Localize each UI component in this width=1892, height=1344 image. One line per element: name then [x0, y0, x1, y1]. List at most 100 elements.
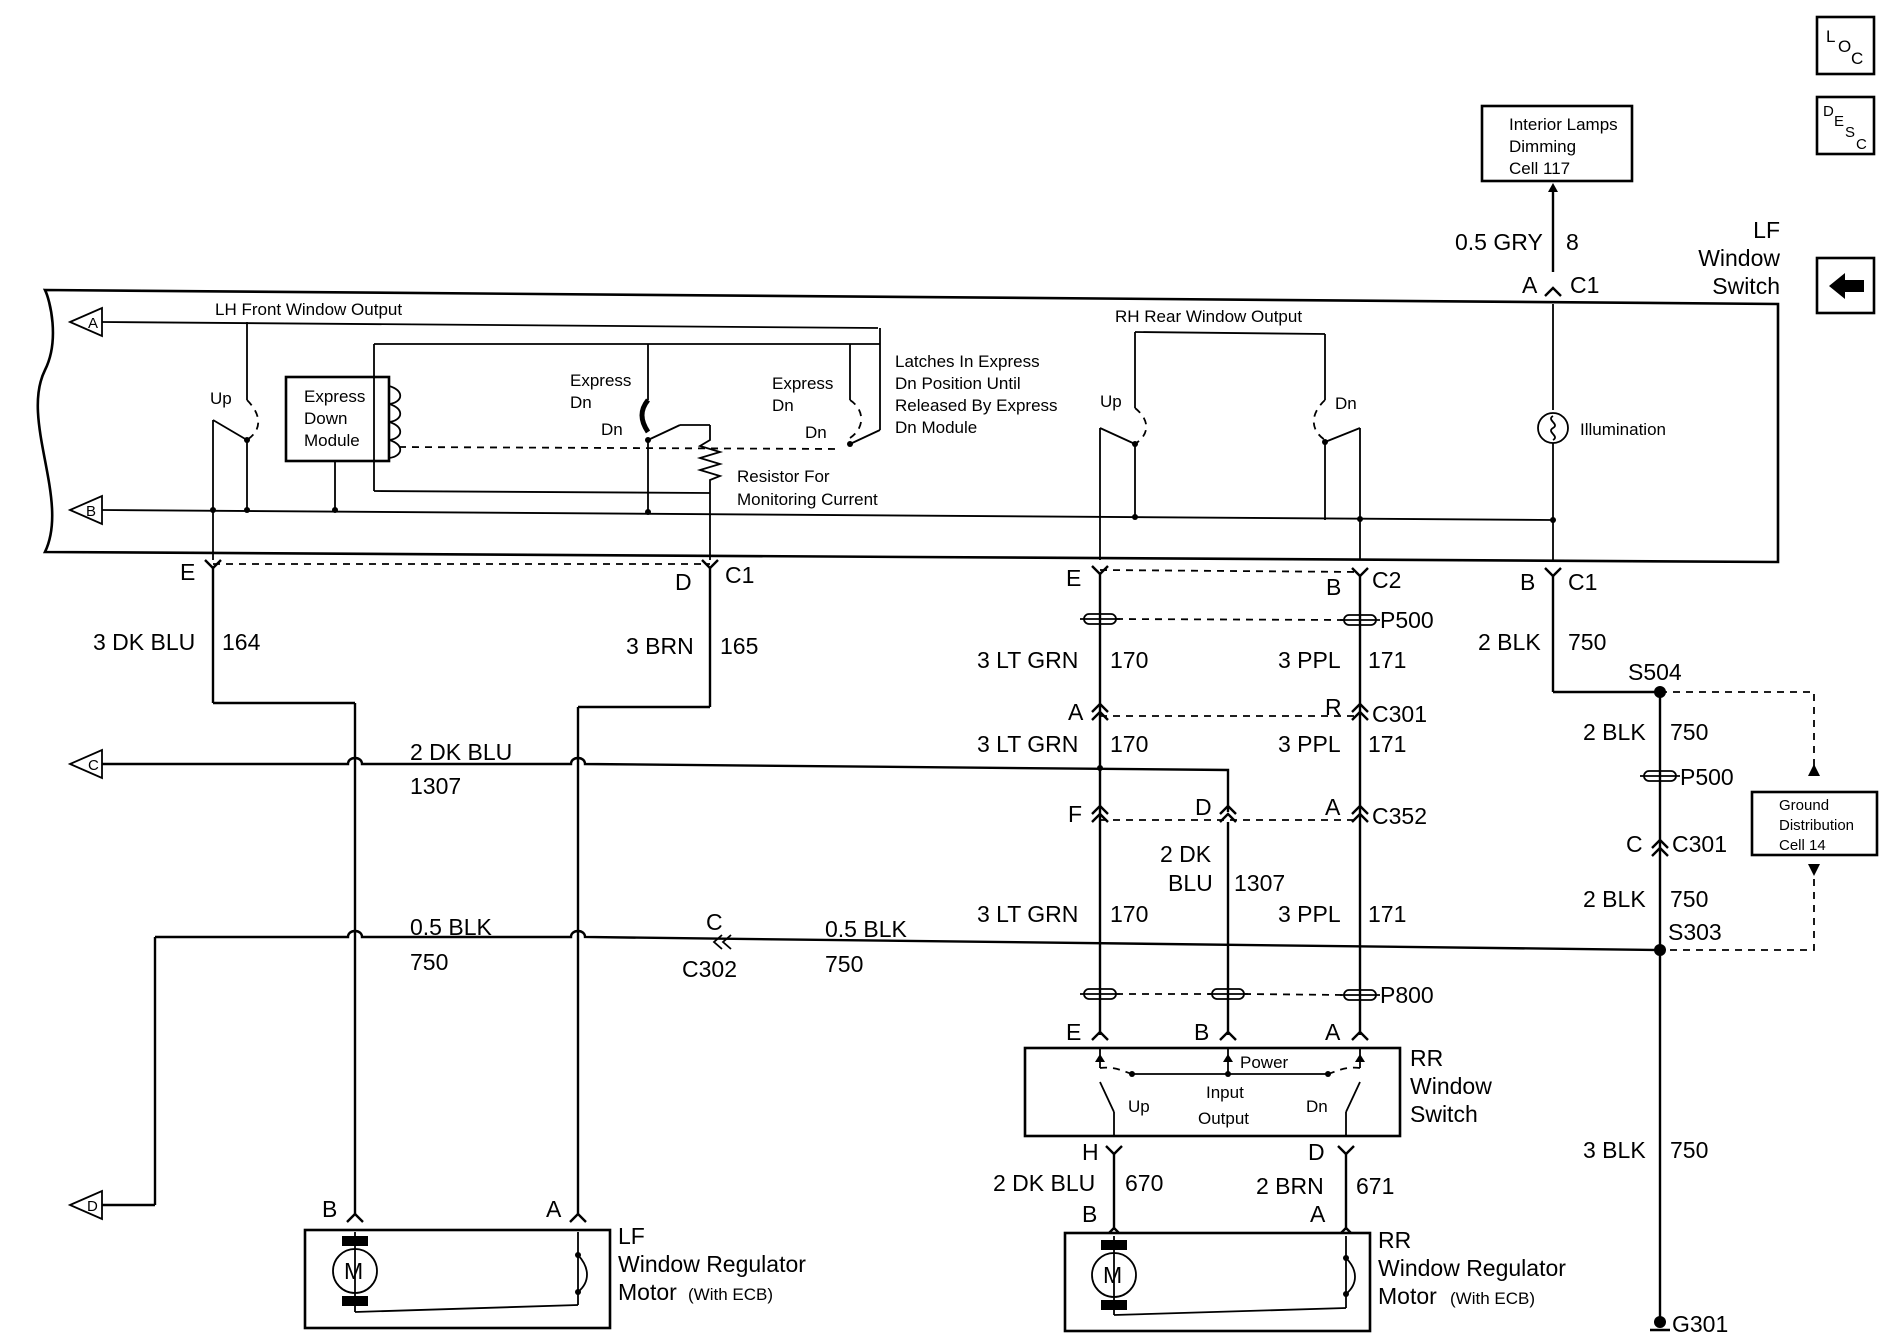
svg-text:C2: C2: [1372, 567, 1401, 593]
svg-text:Window: Window: [1410, 1073, 1492, 1099]
svg-text:2 BLK: 2 BLK: [1583, 719, 1646, 745]
svg-text:750: 750: [1670, 886, 1708, 912]
svg-text:Interior Lamps: Interior Lamps: [1509, 115, 1618, 134]
svg-text:Window Regulator: Window Regulator: [618, 1251, 806, 1277]
svg-text:P800: P800: [1380, 982, 1434, 1008]
svg-text:3 LT GRN: 3 LT GRN: [977, 647, 1078, 673]
left-arrow-icon: [1829, 273, 1864, 299]
svg-text:P500: P500: [1380, 607, 1434, 633]
rr-window-switch: Power Input Output Up Dn: [1023, 1046, 1402, 1138]
svg-text:671: 671: [1356, 1173, 1394, 1199]
svg-text:C352: C352: [1372, 803, 1427, 829]
svg-text:RR: RR: [1410, 1045, 1443, 1071]
svg-text:B: B: [1326, 574, 1341, 600]
svg-text:171: 171: [1368, 901, 1406, 927]
svg-text:Up: Up: [1128, 1097, 1150, 1116]
svg-text:C302: C302: [682, 956, 737, 982]
svg-text:Dn: Dn: [805, 423, 827, 442]
svg-text:Released By Express: Released By Express: [895, 396, 1058, 415]
svg-text:M: M: [1103, 1262, 1122, 1288]
svg-text:Cell 117: Cell 117: [1509, 159, 1570, 178]
svg-text:2 BLK: 2 BLK: [1478, 629, 1541, 655]
rr-window-regulator-motor: M: [1063, 1231, 1372, 1333]
svg-text:Express: Express: [570, 371, 631, 390]
svg-text:1307: 1307: [1234, 870, 1285, 896]
svg-text:A: A: [1325, 794, 1341, 820]
lf-window-switch: [36, 288, 1780, 564]
svg-text:C: C: [706, 909, 723, 935]
svg-text:A: A: [1325, 1019, 1341, 1045]
svg-text:750: 750: [1670, 1137, 1708, 1163]
svg-text:3 PPL: 3 PPL: [1278, 731, 1341, 757]
svg-text:O: O: [1838, 37, 1851, 56]
svg-text:B: B: [1194, 1019, 1209, 1045]
svg-text:Ground: Ground: [1779, 797, 1829, 814]
svg-text:Down: Down: [304, 409, 347, 428]
offpage-connector-d[interactable]: D: [67, 1189, 103, 1221]
svg-text:E: E: [180, 559, 195, 585]
svg-text:Dn Module: Dn Module: [895, 418, 977, 437]
svg-text:2 BRN: 2 BRN: [1256, 1173, 1324, 1199]
svg-text:Window: Window: [1698, 245, 1780, 271]
svg-text:P500: P500: [1680, 764, 1734, 790]
svg-text:Dn: Dn: [772, 396, 794, 415]
back-button[interactable]: [1815, 256, 1876, 315]
svg-text:Dn Position Until: Dn Position Until: [895, 374, 1021, 393]
svg-text:3 PPL: 3 PPL: [1278, 901, 1341, 927]
svg-text:Express: Express: [772, 374, 833, 393]
svg-text:Motor: Motor: [618, 1279, 677, 1305]
svg-text:C: C: [1856, 136, 1867, 153]
svg-text:(With ECB): (With ECB): [1450, 1289, 1535, 1308]
svg-text:3 DK BLU: 3 DK BLU: [93, 629, 195, 655]
svg-text:Illumination: Illumination: [1580, 420, 1666, 439]
svg-text:C: C: [1626, 831, 1643, 857]
svg-text:750: 750: [1670, 719, 1708, 745]
svg-text:164: 164: [222, 629, 261, 655]
svg-text:Dimming: Dimming: [1509, 137, 1576, 156]
svg-text:D: D: [675, 569, 692, 595]
svg-text:S: S: [1845, 124, 1855, 141]
svg-text:171: 171: [1368, 731, 1406, 757]
svg-text:C1: C1: [1568, 569, 1597, 595]
svg-text:750: 750: [1568, 629, 1606, 655]
svg-text:3 LT GRN: 3 LT GRN: [977, 731, 1078, 757]
svg-text:750: 750: [825, 951, 863, 977]
svg-text:G301: G301: [1672, 1311, 1728, 1337]
svg-text:M: M: [344, 1258, 363, 1284]
p500-connector: [1080, 613, 1380, 626]
svg-text:Dn: Dn: [1335, 394, 1357, 413]
interior-lamps-box[interactable]: Interior Lamps Dimming Cell 117: [1480, 104, 1634, 183]
svg-text:2 BLK: 2 BLK: [1583, 886, 1646, 912]
offpage-connector-c[interactable]: C: [67, 748, 103, 780]
svg-text:Power: Power: [1240, 1053, 1289, 1072]
svg-text:Output: Output: [1198, 1109, 1249, 1128]
svg-text:Cell 14: Cell 14: [1779, 837, 1826, 854]
svg-text:2 DK BLU: 2 DK BLU: [410, 739, 512, 765]
svg-text:S303: S303: [1668, 919, 1722, 945]
svg-text:C1: C1: [725, 562, 754, 588]
svg-text:Input: Input: [1206, 1083, 1244, 1102]
express-down-module: Express Down Module: [284, 375, 402, 463]
svg-text:A: A: [88, 315, 98, 332]
svg-text:C301: C301: [1672, 831, 1727, 857]
ground-distribution-box[interactable]: Ground Distribution Cell 14: [1750, 790, 1879, 857]
svg-text:2 DK BLU: 2 DK BLU: [993, 1170, 1095, 1196]
lf-window-switch-title: LF Window Switch: [1698, 217, 1780, 299]
svg-text:2 DK: 2 DK: [1160, 841, 1212, 867]
svg-text:Module: Module: [304, 431, 360, 450]
svg-text:C: C: [1851, 49, 1863, 68]
ground-symbol-icon: [1650, 1316, 1670, 1332]
loc-button[interactable]: L O C: [1815, 15, 1876, 76]
svg-text:E: E: [1066, 565, 1081, 591]
svg-text:1307: 1307: [410, 773, 461, 799]
svg-text:R: R: [1325, 694, 1342, 720]
svg-text:F: F: [1068, 801, 1082, 827]
svg-text:C1: C1: [1570, 272, 1599, 298]
svg-text:Resistor For: Resistor For: [737, 467, 830, 486]
desc-button[interactable]: D E S C: [1815, 95, 1876, 156]
svg-text:LF: LF: [1753, 217, 1780, 243]
wire-label: 0.5 GRY: [1455, 229, 1543, 255]
lf-window-regulator-motor: M: [303, 1228, 612, 1330]
svg-text:Dn: Dn: [1306, 1097, 1328, 1116]
svg-text:(With ECB): (With ECB): [688, 1285, 773, 1304]
